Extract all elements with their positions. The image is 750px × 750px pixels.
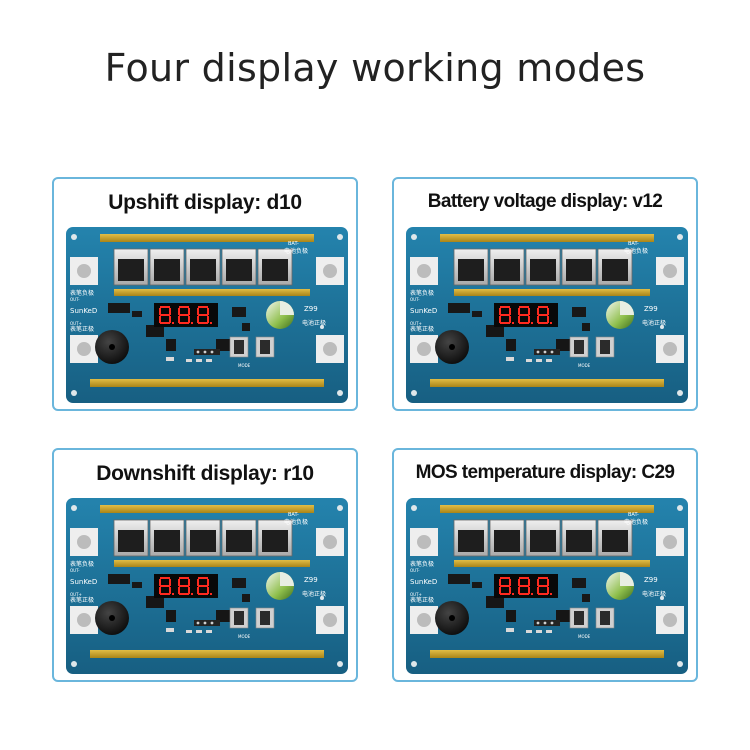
silk-bat-pos: 电池正极: [642, 590, 666, 598]
silk-mode: MODE: [578, 363, 591, 368]
silk-bat-neg-code: BAT-: [628, 241, 639, 247]
silk-bat-neg-code: BAT-: [628, 512, 639, 518]
silk-brand: SunKeD: [70, 578, 97, 586]
silk-mode: MODE: [238, 634, 251, 639]
mode-card-battery-voltage: Battery voltage display: v12 BAT- 电池负极 表…: [392, 177, 698, 411]
silk-pen-pos-code: OUT+: [410, 592, 422, 597]
silk-pen-pos-code: OUT+: [410, 321, 422, 326]
silk-mode: MODE: [578, 634, 591, 639]
mode-card-upshift: Upshift display: d10 BAT- 电池负极 表笔负极 OUT-…: [52, 177, 358, 411]
page-title: Four display working modes: [104, 46, 646, 90]
silk-bat-neg-code: BAT-: [288, 512, 299, 518]
silk-pen-pos: 表笔正极: [70, 596, 94, 604]
silk-bat-neg: 电池负极: [284, 518, 308, 526]
silk-pen-pos: 表笔正极: [70, 325, 94, 333]
silk-mode: MODE: [238, 363, 251, 368]
silk-bat-neg-code: BAT-: [288, 241, 299, 247]
silk-bat-pos: 电池正极: [302, 590, 326, 598]
silk-pen-neg: 表笔负极: [410, 289, 434, 297]
silk-pen-neg-code: OUT-: [410, 568, 420, 573]
mode-title: Downshift display: r10: [96, 462, 314, 485]
silk-pen-neg: 表笔负极: [70, 560, 94, 568]
silk-pen-pos: 表笔正极: [410, 325, 434, 333]
mode-title: MOS temperature display: C29: [415, 462, 675, 483]
silk-bat-neg: 电池负极: [284, 247, 308, 255]
silk-brand: SunKeD: [410, 307, 437, 315]
silk-model: Z99: [304, 576, 318, 584]
silk-pen-pos-code: OUT+: [70, 592, 82, 597]
silk-bat-pos: 电池正极: [642, 319, 666, 327]
silk-brand: SunKeD: [70, 307, 97, 315]
silk-pen-neg-code: OUT-: [410, 297, 420, 302]
silk-brand: SunKeD: [410, 578, 437, 586]
silk-pen-neg-code: OUT-: [70, 297, 80, 302]
spot-welder-board-image: BAT- 电池负极 表笔负极 OUT- SunKeD OUT+ 表笔正极 Z99…: [406, 227, 688, 403]
silk-model: Z99: [304, 305, 318, 313]
spot-welder-board-image: BAT- 电池负极 表笔负极 OUT- SunKeD OUT+ 表笔正极 Z99…: [66, 227, 348, 403]
silk-pen-neg: 表笔负极: [70, 289, 94, 297]
mode-card-downshift: Downshift display: r10 BAT- 电池负极 表笔负极 OU…: [52, 448, 358, 682]
silk-pen-neg: 表笔负极: [410, 560, 434, 568]
silk-model: Z99: [644, 576, 658, 584]
spot-welder-board-image: BAT- 电池负极 表笔负极 OUT- SunKeD OUT+ 表笔正极 Z99…: [406, 498, 688, 674]
silk-bat-pos: 电池正极: [302, 319, 326, 327]
mode-title: Upshift display: d10: [108, 191, 302, 214]
silk-model: Z99: [644, 305, 658, 313]
silk-pen-neg-code: OUT-: [70, 568, 80, 573]
spot-welder-board-image: BAT- 电池负极 表笔负极 OUT- SunKeD OUT+ 表笔正极 Z99…: [66, 498, 348, 674]
silk-pen-pos: 表笔正极: [410, 596, 434, 604]
silk-pen-pos-code: OUT+: [70, 321, 82, 326]
silk-bat-neg: 电池负极: [624, 518, 648, 526]
silk-bat-neg: 电池负极: [624, 247, 648, 255]
mode-title: Battery voltage display: v12: [427, 191, 663, 212]
mode-card-mos-temperature: MOS temperature display: C29 BAT- 电池负极 表…: [392, 448, 698, 682]
